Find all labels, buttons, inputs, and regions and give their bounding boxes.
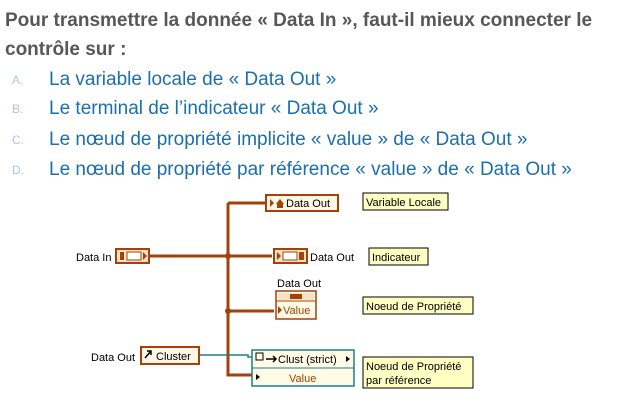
reference-control[interactable]: Cluster xyxy=(140,346,200,365)
data-in-label: Data In xyxy=(76,252,111,264)
tag-indicateur xyxy=(368,247,429,266)
tag-noeud-reference-line2: par référence xyxy=(366,375,431,387)
tag-noeud-propriete-text: Noeud de Propriété xyxy=(366,301,461,313)
tag-noeud-reference xyxy=(362,356,474,389)
option-letter: D. xyxy=(12,163,24,177)
reference-wire xyxy=(200,354,252,358)
local-variable-node[interactable]: Data Out xyxy=(265,194,339,212)
implicit-property-node[interactable]: Value xyxy=(275,290,317,320)
property-node-title: Data Out xyxy=(277,278,321,290)
reference-node-header: Clust (strict) xyxy=(278,354,337,366)
wire-junction xyxy=(225,308,231,314)
local-variable-text: Data Out xyxy=(286,198,330,210)
tag-variable-locale-text: Variable Locale xyxy=(366,197,441,209)
option-text: La variable locale de « Data Out » xyxy=(49,69,337,90)
reference-value-text: Value xyxy=(289,373,316,385)
wire-junction xyxy=(225,253,231,259)
indicator-label: Data Out xyxy=(310,252,354,264)
tag-indicateur-text: Indicateur xyxy=(372,252,421,264)
question-text: Pour transmettre la donnée « Data In », … xyxy=(5,10,593,60)
data-in-control[interactable] xyxy=(115,248,150,264)
option-text: Le nœud de propriété par référence « val… xyxy=(49,159,572,180)
data-out-label: Data Out xyxy=(91,352,135,364)
option-letter: C. xyxy=(12,133,24,147)
reference-control-text: Cluster xyxy=(156,351,191,363)
option-letter: A. xyxy=(12,73,24,87)
option-letter: B. xyxy=(12,102,24,116)
tag-noeud-propriete xyxy=(362,296,474,315)
tag-variable-locale xyxy=(362,192,449,211)
property-value-text: Value xyxy=(283,305,310,317)
indicator-terminal[interactable] xyxy=(273,248,308,264)
option-text: Le terminal de l’indicateur « Data Out » xyxy=(49,98,379,119)
option-text: Le nœud de propriété implicite « value »… xyxy=(49,129,528,150)
tag-noeud-reference-line1: Noeud de Propriété xyxy=(366,361,461,373)
reference-property-node[interactable]: Clust (strict) Value xyxy=(251,349,355,387)
